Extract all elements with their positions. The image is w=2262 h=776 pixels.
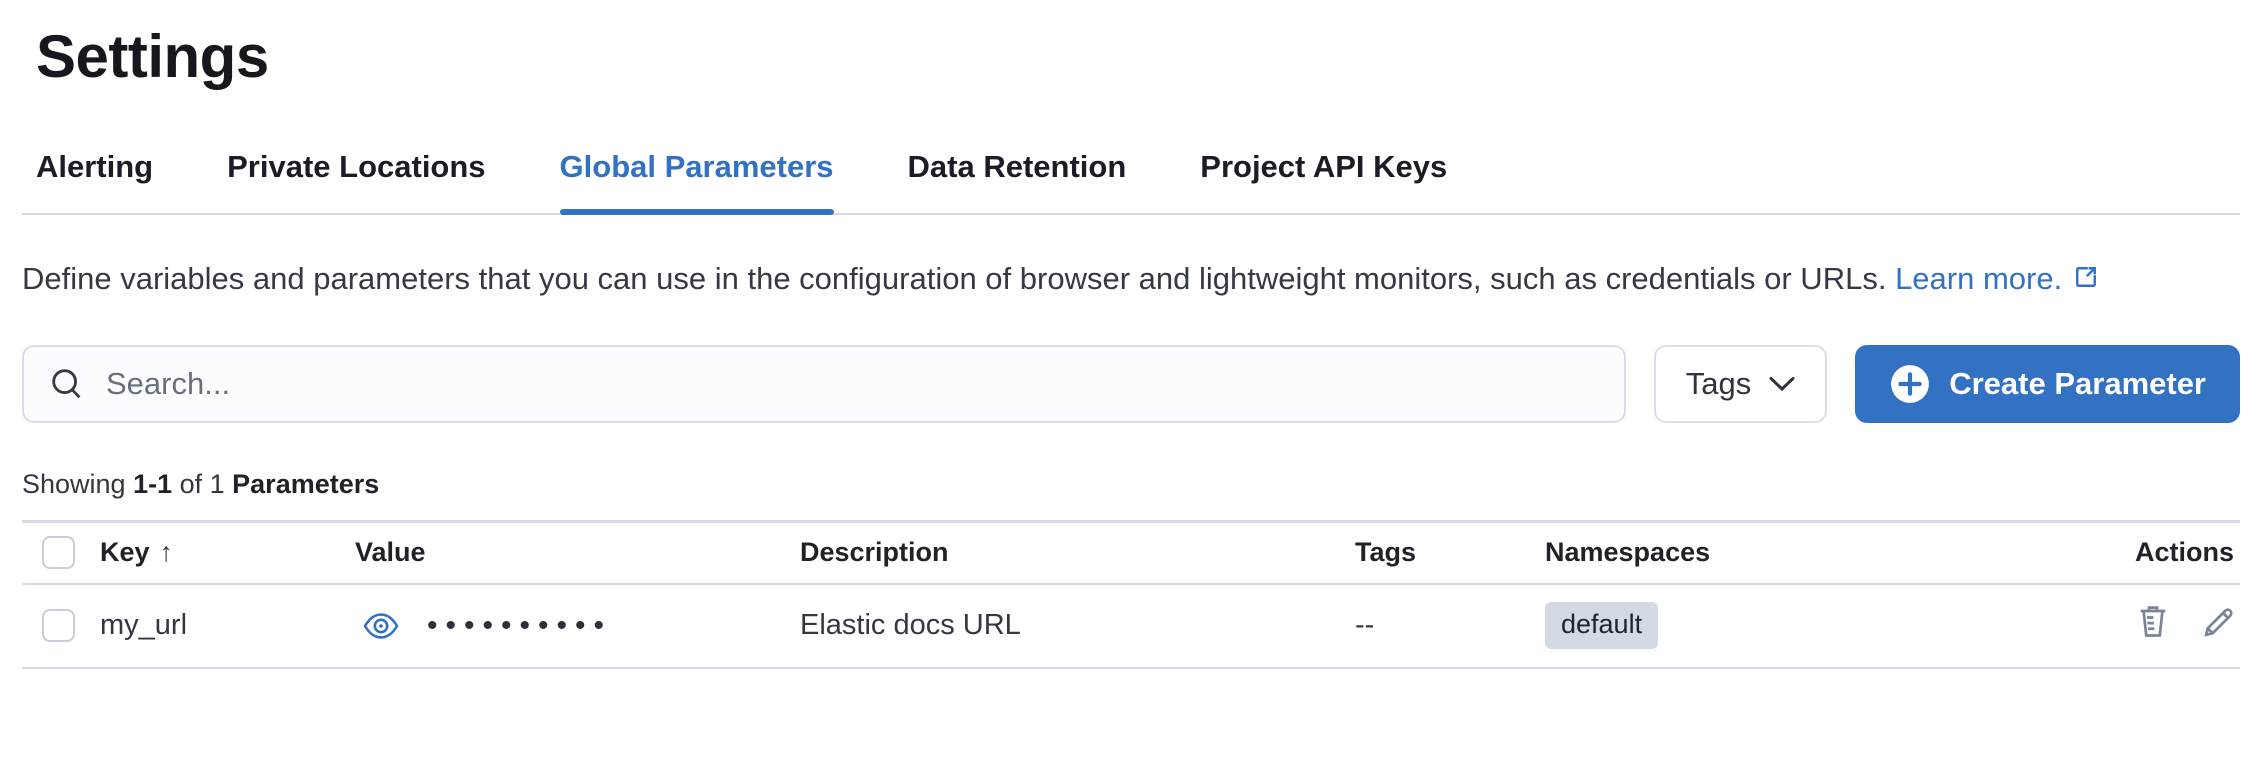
- column-header-key[interactable]: Key↑: [100, 537, 174, 568]
- param-key-cell: my_url: [100, 609, 188, 641]
- row-checkbox[interactable]: [42, 609, 75, 642]
- tags-filter-label: Tags: [1685, 366, 1752, 401]
- settings-page: Settings Alerting Private Locations Glob…: [0, 22, 2262, 776]
- column-header-namespaces: Namespaces: [1545, 537, 1711, 568]
- search-icon: [52, 369, 81, 399]
- pencil-icon: [2204, 607, 2233, 637]
- param-tags-cell: --: [1355, 609, 1375, 641]
- tab-global-parameters[interactable]: Global Parameters: [559, 149, 834, 215]
- page-title: Settings: [36, 23, 269, 90]
- page-description: Define variables and parameters that you…: [22, 253, 2240, 305]
- row-actions: [2135, 604, 2237, 640]
- parameters-table: Key↑ Value Description Tags Namespaces A…: [22, 520, 2240, 669]
- column-header-actions: Actions: [2135, 537, 2235, 568]
- tab-project-api-keys[interactable]: Project API Keys: [1200, 149, 1448, 184]
- sort-ascending-icon: ↑: [159, 537, 174, 568]
- tab-private-locations[interactable]: Private Locations: [227, 149, 486, 184]
- column-header-description: Description: [800, 537, 949, 568]
- results-summary: Showing 1-1 of 1 Parameters: [22, 469, 380, 499]
- tab-bar: Alerting Private Locations Global Parame…: [22, 149, 2240, 215]
- param-description-cell: Elastic docs URL: [800, 609, 1021, 641]
- description-text: Define variables and parameters that you…: [22, 261, 1887, 296]
- results-range: 1-1: [133, 469, 173, 499]
- tags-filter-button[interactable]: Tags: [1653, 345, 1828, 423]
- select-all-checkbox[interactable]: [42, 536, 75, 570]
- search-input[interactable]: [106, 366, 1600, 402]
- results-entity: Parameters: [232, 469, 380, 499]
- eye-icon: [363, 612, 399, 639]
- table-header-row: Key↑ Value Description Tags Namespaces A…: [22, 521, 2240, 584]
- tab-data-retention[interactable]: Data Retention: [907, 149, 1127, 184]
- edit-parameter-button[interactable]: [2201, 604, 2237, 640]
- learn-more-link[interactable]: Learn more.: [1895, 261, 2100, 296]
- namespace-badge: default: [1545, 602, 1659, 649]
- delete-parameter-button[interactable]: [2135, 604, 2171, 640]
- masked-value: ••••••••••: [427, 608, 613, 642]
- param-value-cell: ••••••••••: [355, 606, 800, 646]
- table-row: my_url •••••••••• Elastic docs URL -- de…: [22, 584, 2240, 668]
- create-parameter-label: Create Parameter: [1949, 366, 2206, 401]
- trash-icon: [2140, 605, 2166, 637]
- chevron-down-icon: [1769, 377, 1795, 392]
- column-header-value: Value: [355, 537, 426, 568]
- search-box[interactable]: [22, 345, 1626, 423]
- plus-in-circle-icon: [1891, 365, 1930, 403]
- tab-alerting[interactable]: Alerting: [36, 149, 154, 184]
- external-link-icon: [2076, 267, 2097, 287]
- create-parameter-button[interactable]: Create Parameter: [1855, 345, 2240, 423]
- column-header-tags: Tags: [1355, 537, 1417, 568]
- show-value-button[interactable]: [361, 606, 401, 646]
- toolbar: Tags Create Parameter: [22, 345, 2240, 423]
